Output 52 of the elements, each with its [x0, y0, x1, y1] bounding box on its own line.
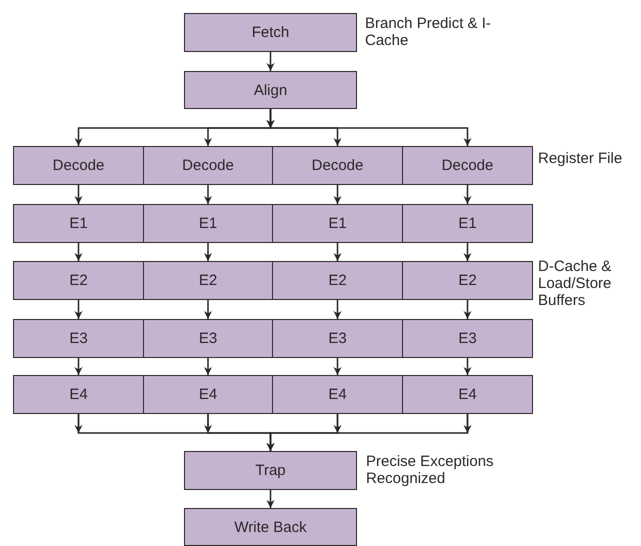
stage-box [272, 204, 403, 243]
stage-label: E2 [69, 272, 88, 289]
stage-label: E1 [328, 215, 347, 232]
stage-label: Align [254, 82, 288, 98]
stage-label: E4 [458, 386, 477, 403]
stage-box [272, 146, 403, 185]
stage-box [143, 204, 273, 243]
stage-label: E4 [198, 386, 218, 403]
stage-label: Write Back [234, 518, 307, 536]
stage-box [184, 451, 357, 490]
stage-label: E1 [198, 215, 218, 232]
stage-label: Fetch [252, 24, 290, 41]
stage-label: E1 [458, 215, 477, 232]
annotation-text: Branch Predict & I-Cache [365, 15, 492, 49]
stage-box [272, 261, 403, 300]
stage-box [184, 71, 357, 109]
stage-label: Decode [52, 157, 104, 174]
stage-box [13, 261, 144, 300]
stage-box [402, 146, 533, 185]
stage-label: Decode [182, 157, 234, 174]
stage-box [13, 204, 144, 243]
stage-box [143, 146, 273, 185]
stage-box [143, 261, 273, 300]
stage-box [13, 375, 144, 414]
stage-label: E3 [458, 330, 477, 347]
stage-label: E2 [458, 272, 477, 289]
stage-box [184, 13, 357, 52]
stage-label: E4 [69, 386, 88, 403]
stage-box [272, 319, 403, 358]
annotation-text: Register File [538, 150, 624, 167]
stage-label: Decode [442, 157, 494, 174]
stage-box [13, 319, 144, 358]
stage-label: E2 [328, 272, 347, 289]
stage-box [143, 375, 273, 414]
stage-label: Trap [255, 462, 286, 479]
stage-label: E2 [198, 272, 218, 289]
stage-label: E3 [198, 330, 218, 347]
stage-label: E3 [69, 330, 88, 347]
stage-label: E4 [328, 386, 347, 403]
stage-box [272, 375, 403, 414]
stage-box [402, 319, 533, 358]
stage-label: E3 [328, 330, 347, 347]
stage-box [402, 375, 533, 414]
stage-label: E1 [69, 215, 88, 232]
stage-box [184, 508, 357, 546]
stage-box [143, 319, 273, 358]
annotation-text: D-Cache & Load/Store Buffers [538, 258, 612, 309]
stage-box [402, 204, 533, 243]
stage-label: Decode [312, 157, 364, 174]
stage-box [402, 261, 533, 300]
stage-box [13, 146, 144, 185]
annotation-text: Precise Exceptions Recognized [366, 453, 495, 487]
